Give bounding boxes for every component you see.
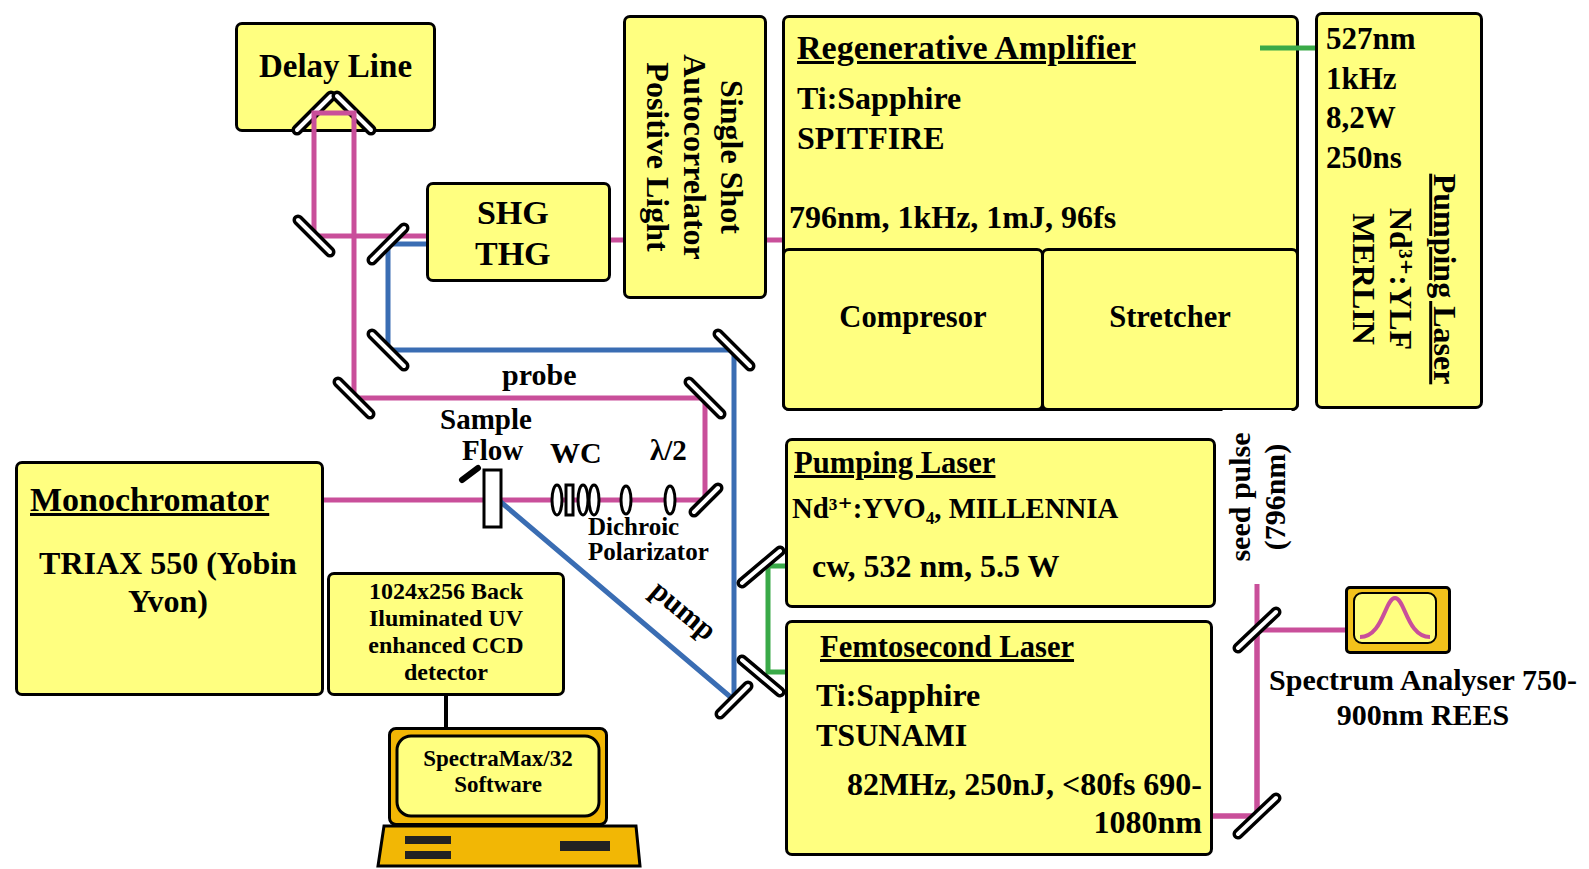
beam-connector — [767, 238, 782, 243]
component-label: Dichroic — [588, 514, 679, 539]
mirror — [338, 382, 370, 414]
pump-laser-box: 527nm 1kHz 8,2W 250nsPumping LaserNd³⁺:Y… — [1315, 12, 1483, 409]
mirror — [372, 228, 404, 260]
lens — [578, 485, 588, 515]
delay-line-box: Delay Line — [235, 22, 436, 132]
monochromator-box: MonochromatorTRIAX 550 (Yobin Yvon) — [15, 461, 324, 696]
node-title: 1024x256 Back Iluminated UV enhanced CCD… — [334, 578, 558, 686]
beam-connector — [611, 238, 623, 243]
node-title: 527nm 1kHz 8,2W 250ns — [1326, 19, 1416, 178]
node-title: Stretcher — [1044, 299, 1296, 336]
node-title: Femtosecond Laser — [820, 629, 1210, 666]
mirror — [742, 551, 780, 583]
pump-laser-box: Pumping LaserNd³⁺:YVO₄, MILLENNIA cw, 532… — [785, 438, 1216, 608]
node-text: Ti:Sapphire TSUNAMI — [816, 675, 980, 755]
edge-label: seed pulse (796nm) — [1223, 410, 1292, 584]
autocorrelator-box: Single Shot Autocorrelator Positive Ligh… — [623, 15, 767, 299]
lens — [552, 485, 562, 515]
mirror — [372, 334, 404, 366]
beam-connector — [314, 132, 426, 236]
beam-label: probe — [502, 360, 576, 390]
component-label: Flow — [462, 436, 523, 465]
beam-connector — [444, 696, 448, 727]
polarizer — [621, 486, 631, 514]
node-text: Ti:Sapphire SPITFIRE — [797, 78, 961, 158]
mirror — [689, 382, 721, 414]
node-text: TRIAX 550 (Yobin Yvon) — [38, 544, 298, 621]
cell-window — [566, 485, 573, 515]
mirror — [742, 660, 780, 692]
node-title: Delay Line — [241, 47, 430, 87]
detector-box: 1024x256 Back Iluminated UV enhanced CCD… — [327, 572, 565, 696]
key-slot — [405, 836, 451, 844]
optics-elements — [552, 485, 675, 515]
node-text: cw, 532 nm, 5.5 W — [812, 547, 1212, 585]
compressor-box: Compresor — [782, 248, 1044, 411]
key-slot — [560, 841, 610, 851]
node-text: 82MHz, 250nJ, <80fs 690-1080nm — [842, 765, 1202, 842]
component-label: WC — [550, 438, 602, 468]
node-title: Single Shot Autocorrelator Positive Ligh… — [640, 22, 750, 292]
sample-cell — [484, 470, 501, 527]
node-title: SpectraMax/32 Software — [403, 746, 593, 799]
mirror — [298, 220, 330, 252]
component-label: Sample — [440, 405, 532, 434]
node-title: Pumping Laser — [794, 445, 1214, 482]
beam-connector — [1299, 46, 1315, 51]
lens — [589, 485, 599, 515]
node-text: Nd³⁺:YVO₄, MILLENNIA — [792, 491, 1214, 526]
computer-screen: SpectraMax/32 Software — [388, 727, 608, 826]
beam-connector — [768, 566, 785, 672]
node-title: Monochromator — [30, 480, 320, 521]
mirror — [1238, 798, 1276, 834]
key-slot — [405, 851, 451, 859]
node-decoration — [1345, 586, 1451, 654]
beam-label: pump — [646, 574, 723, 645]
node-title: Spectrum Analyser 750-900nm REES — [1258, 663, 1588, 732]
node-title: Regenerative Amplifier — [797, 28, 1277, 69]
node-text: Nd³⁺:YLF MERLIN — [1345, 189, 1419, 369]
harmonic-generator-box: SHG THG — [426, 182, 611, 282]
node-text: Pumping Laser — [1426, 154, 1464, 404]
keyboard-base — [378, 826, 640, 866]
component-label: Polarizator — [588, 539, 709, 564]
node-title: SHG THG — [475, 193, 551, 275]
stretcher-box: Stretcher — [1041, 248, 1299, 411]
node-text: 796nm, 1kHz, 1mJ, 96fs — [789, 198, 1279, 236]
component-label: λ/2 — [650, 436, 687, 465]
oscillator-box: Femtosecond LaserTi:Sapphire TSUNAMI 82MH… — [785, 620, 1213, 856]
laptop-base — [378, 826, 640, 866]
mirror — [1238, 612, 1276, 648]
spectrum-analyser-box: Spectrum Analyser 750-900nm REES — [1345, 586, 1451, 654]
amplifier-box: Regenerative AmplifierTi:Sapphire SPITFI… — [782, 15, 1299, 411]
mirror — [718, 334, 750, 366]
waveplate — [665, 486, 675, 514]
beam-connector — [1213, 630, 1345, 816]
mirror — [720, 686, 748, 714]
sample-mirror — [462, 468, 478, 480]
node-title: Compresor — [785, 299, 1041, 336]
mirror — [694, 488, 718, 512]
